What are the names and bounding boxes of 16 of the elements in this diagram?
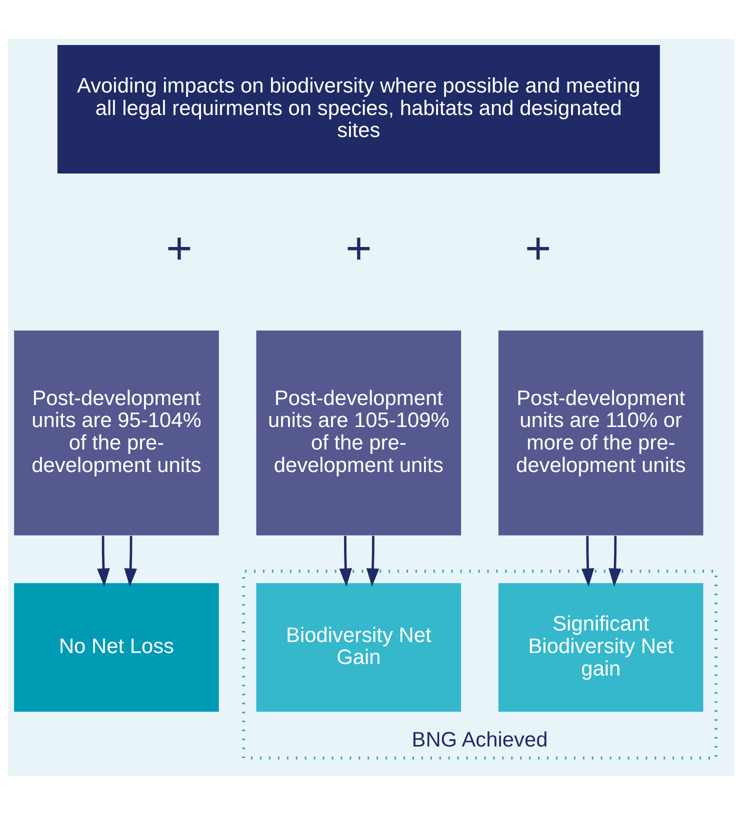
label: +: [166, 222, 192, 274]
node-box: No Net Loss: [14, 583, 219, 712]
node-box: Significant Biodiversity Net gain: [498, 583, 704, 712]
label: +: [346, 222, 372, 274]
arrow: [366, 536, 380, 587]
node-box: Post-development units are 95-104% of the pre-development units: [14, 330, 219, 536]
node-box: Avoiding impacts on biodiversity where possible and meeting all legal requirments on species, habitats and designated sites: [57, 44, 660, 174]
arrow: [97, 536, 110, 587]
arrow: [339, 536, 352, 587]
arrow: [608, 536, 622, 587]
node-box: Biodiversity Net Gain: [256, 583, 462, 712]
arrow: [581, 536, 594, 587]
node-box: Post-development units are 105-109% of the pre-development units: [256, 330, 462, 536]
label: +: [524, 222, 552, 274]
node-box: Post-development units are 110% or more of the pre-development units: [498, 330, 704, 536]
arrow: [124, 536, 137, 587]
